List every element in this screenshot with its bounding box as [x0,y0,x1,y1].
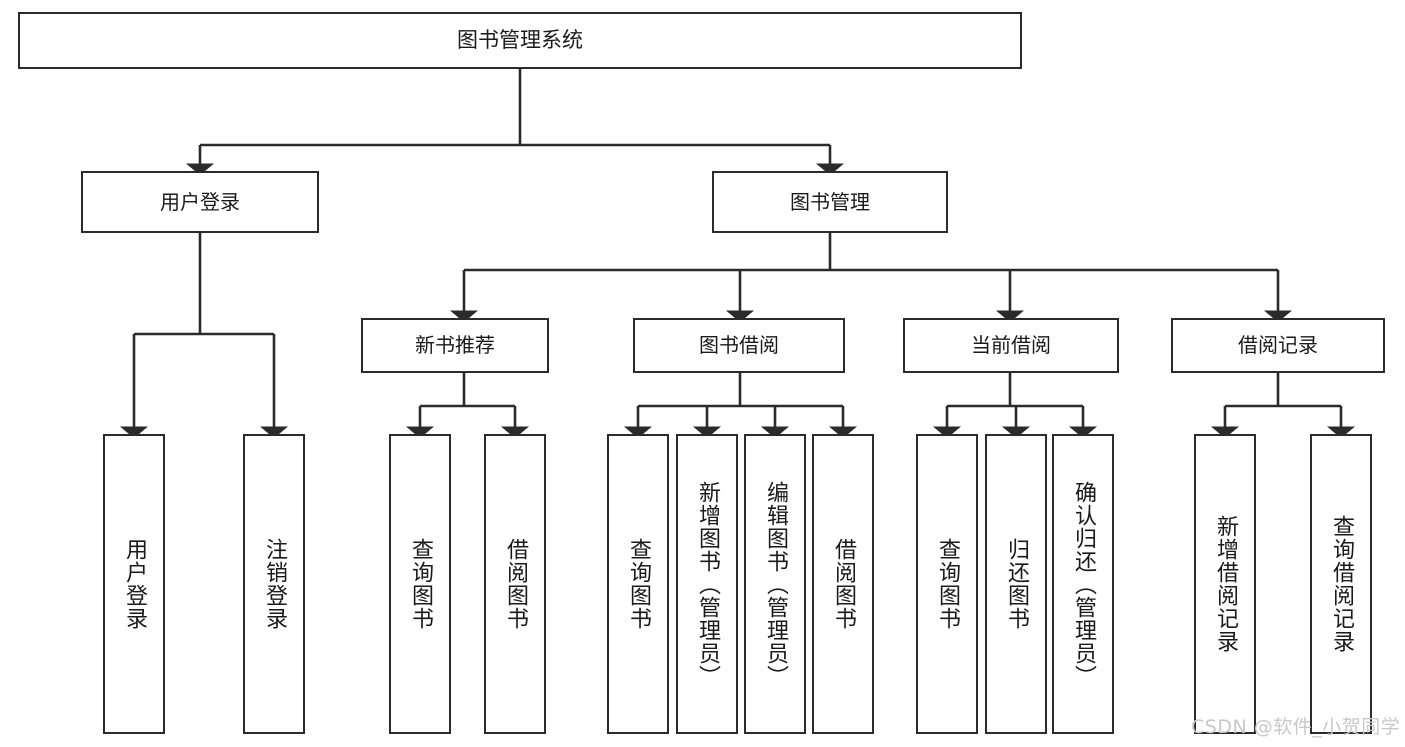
node-label: 用户登录 [122,538,147,630]
node-label: 注销登录 [262,538,287,630]
node-label: 查询图书 [935,538,960,630]
node-label: 借阅记录 [1238,333,1318,358]
node-label: 用户登录 [160,189,240,214]
node-label: 借阅图书 [503,538,528,630]
node-book-management-system[interactable]: 图书管理系统 [18,12,1022,69]
node-label: 编辑图书（管理员） [763,480,788,688]
node-label: 图书管理系统 [457,27,583,52]
node-leaf-confirm-return[interactable]: 确认归还（管理员） [1052,434,1114,734]
csdn-watermark: CSDN @软件_小贺同学 [1191,716,1401,738]
node-leaf-return-book[interactable]: 归还图书 [985,434,1047,734]
node-label: 新书推荐 [415,333,495,358]
node-new-book-recommend[interactable]: 新书推荐 [361,318,549,373]
node-borrow-record[interactable]: 借阅记录 [1171,318,1385,373]
node-leaf-user-login[interactable]: 用户登录 [103,434,165,734]
node-label: 查询借阅记录 [1329,515,1354,653]
node-label: 归还图书 [1004,538,1029,630]
node-leaf-query-book-2[interactable]: 查询图书 [607,434,669,734]
node-leaf-query-borrow-record[interactable]: 查询借阅记录 [1310,434,1372,734]
node-user-login[interactable]: 用户登录 [81,171,319,233]
node-leaf-query-book-1[interactable]: 查询图书 [389,434,451,734]
node-label: 当前借阅 [971,333,1051,358]
node-label: 图书借阅 [699,333,779,358]
node-leaf-logout[interactable]: 注销登录 [243,434,305,734]
node-leaf-borrow-book-1[interactable]: 借阅图书 [484,434,546,734]
node-leaf-edit-book[interactable]: 编辑图书（管理员） [744,434,806,734]
node-label: 图书管理 [790,189,870,214]
node-label: 新增借阅记录 [1213,515,1238,653]
node-leaf-query-book-3[interactable]: 查询图书 [916,434,978,734]
node-leaf-borrow-book-2[interactable]: 借阅图书 [812,434,874,734]
node-book-borrow[interactable]: 图书借阅 [633,318,845,373]
node-label: 查询图书 [626,538,651,630]
node-current-borrow[interactable]: 当前借阅 [903,318,1119,373]
node-leaf-add-borrow-record[interactable]: 新增借阅记录 [1194,434,1256,734]
node-label: 借阅图书 [831,538,856,630]
node-leaf-add-book[interactable]: 新增图书（管理员） [676,434,738,734]
node-label: 新增图书（管理员） [695,480,720,688]
node-label: 确认归还（管理员） [1071,480,1096,688]
node-label: 查询图书 [408,538,433,630]
node-book-manage[interactable]: 图书管理 [712,171,948,233]
